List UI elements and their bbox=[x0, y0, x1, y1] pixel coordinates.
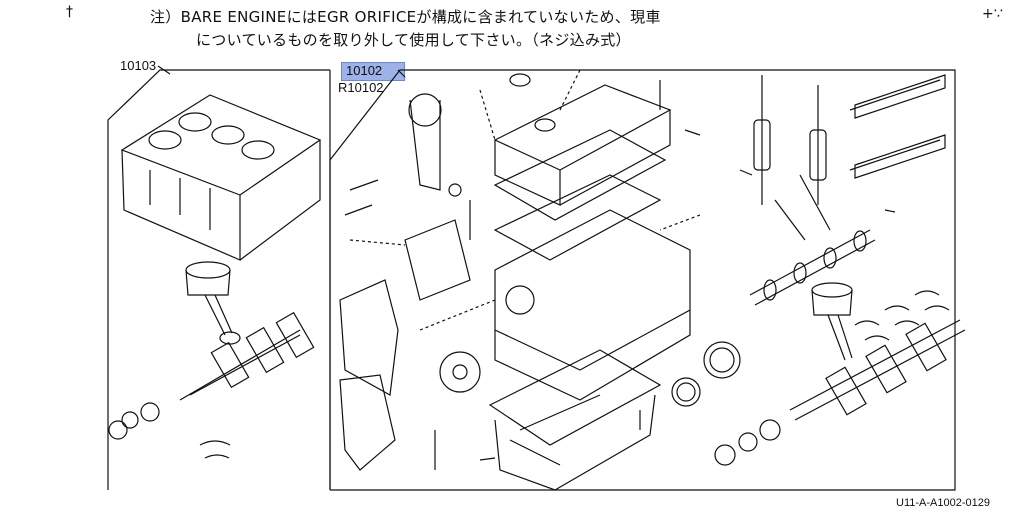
piston-rod-right bbox=[811, 282, 853, 361]
water-pump bbox=[439, 351, 481, 393]
crankshaft-right bbox=[714, 319, 966, 466]
front-cover bbox=[339, 219, 471, 471]
piston-rod bbox=[185, 261, 241, 345]
valve-train bbox=[753, 74, 946, 241]
note-text: 注）BARE ENGINEにはEGR ORIFICEが構成に含まれていないため、… bbox=[150, 6, 661, 52]
label-assembly-reman[interactable]: R10102 bbox=[338, 80, 384, 95]
cylinder-head bbox=[493, 73, 672, 261]
cylinder-block bbox=[120, 94, 322, 261]
note-line-2: についているものを取り外して使用して下さい。（ネジ込み式） bbox=[196, 31, 631, 49]
leader-lines bbox=[349, 69, 701, 331]
bolts bbox=[344, 80, 896, 470]
bearing-shells bbox=[854, 290, 950, 341]
timing-chain bbox=[408, 93, 462, 197]
footer-code: U11-A-A1002-0129 bbox=[896, 497, 990, 509]
note-line-1: 注）BARE ENGINEにはEGR ORIFICEが構成に含まれていないため、… bbox=[150, 8, 661, 26]
assembly-frame bbox=[329, 69, 956, 491]
label-block[interactable]: 10103 bbox=[120, 58, 157, 73]
oil-seals bbox=[671, 341, 741, 407]
engine-block bbox=[494, 209, 691, 401]
label-assembly[interactable]: 10102 bbox=[346, 63, 383, 78]
block-frame bbox=[107, 69, 330, 490]
scan-mark: † bbox=[66, 4, 73, 20]
part-highlight[interactable] bbox=[341, 62, 405, 81]
crankshaft bbox=[108, 311, 315, 459]
scan-mark-right: +∵ bbox=[982, 6, 1003, 22]
oil-pan bbox=[488, 349, 662, 491]
camshaft bbox=[749, 229, 876, 306]
